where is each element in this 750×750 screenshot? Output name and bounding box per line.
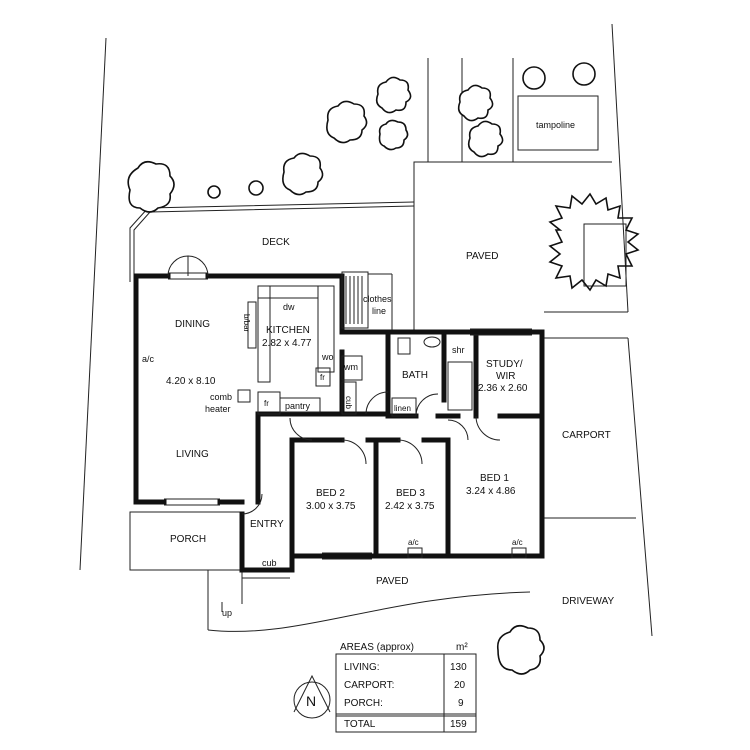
label-fr-living: fr <box>264 399 269 408</box>
tree-icon <box>467 120 504 158</box>
label-bath: BATH <box>402 370 428 381</box>
tree-icon <box>496 624 545 675</box>
label-entry: ENTRY <box>250 519 284 530</box>
label-deck: DECK <box>262 237 290 248</box>
tree-icon <box>248 180 264 196</box>
label-porch: PORCH <box>170 534 206 545</box>
room-labels: DECK PAVED DINING 4.20 x 8.10 a/c b/bar … <box>142 120 615 618</box>
tree-icon <box>282 152 324 196</box>
areas-table: AREAS (approx) m² LIVING: 130 CARPORT: 2… <box>335 642 477 733</box>
label-bed2-size: 3.00 x 3.75 <box>306 501 356 512</box>
tree-icon <box>572 62 596 86</box>
label-bed1-size: 3.24 x 4.86 <box>466 486 516 497</box>
label-study-size: 2.36 x 2.60 <box>478 383 528 394</box>
label-line: line <box>372 306 386 316</box>
label-living: LIVING <box>176 449 209 460</box>
label-clothes: clothes <box>363 294 392 304</box>
label-paved-top: PAVED <box>466 251 498 262</box>
label-bed2: BED 2 <box>316 488 345 499</box>
label-carport: CARPORT <box>562 430 611 441</box>
areas-row-value: 20 <box>454 680 466 691</box>
label-bed3-size: 2.42 x 3.75 <box>385 501 435 512</box>
tree-icon <box>207 185 221 199</box>
label-study-2: WIR <box>496 371 515 382</box>
label-driveway: DRIVEWAY <box>562 596 615 607</box>
label-fr-kitchen: fr <box>320 373 325 382</box>
label-shr: shr <box>452 345 465 355</box>
tree-icon <box>457 84 494 122</box>
label-cub-entry: cub <box>262 558 277 568</box>
areas-row-label: PORCH: <box>344 698 383 709</box>
label-comb: comb <box>210 392 232 402</box>
trees <box>127 62 640 675</box>
label-dining: DINING <box>175 319 210 330</box>
areas-title: AREAS (approx) <box>340 642 414 653</box>
label-study-1: STUDY/ <box>486 359 523 370</box>
north-compass-icon: N <box>293 674 331 719</box>
label-up: up <box>222 608 232 618</box>
label-kitchen-size: 2.82 x 4.77 <box>262 338 312 349</box>
label-pantry: pantry <box>285 401 311 411</box>
label-bed1: BED 1 <box>480 473 509 484</box>
label-linen: linen <box>394 404 411 413</box>
interior-details <box>164 255 532 560</box>
label-wm: wm <box>343 362 358 372</box>
label-kitchen: KITCHEN <box>266 325 310 336</box>
label-cub-laundry: cub <box>344 396 353 409</box>
tree-icon <box>548 192 640 292</box>
label-dining-size: 4.20 x 8.10 <box>166 376 216 387</box>
label-dw: dw <box>283 302 295 312</box>
tree-icon <box>375 76 412 114</box>
areas-row-label: CARPORT: <box>344 680 394 691</box>
tree-icon <box>127 160 175 213</box>
label-wo: wo <box>321 352 334 362</box>
label-bbar: b/bar <box>242 314 251 333</box>
label-ac-bed1: a/c <box>512 538 523 547</box>
tree-icon <box>522 66 546 90</box>
tree-icon <box>326 100 368 144</box>
label-bed3: BED 3 <box>396 488 425 499</box>
tree-icon <box>378 119 409 151</box>
compass-label: N <box>306 693 316 709</box>
areas-row-label: LIVING: <box>344 662 380 673</box>
areas-row-value: 9 <box>458 698 464 709</box>
label-heater: heater <box>205 404 231 414</box>
areas-total-value: 159 <box>450 719 467 730</box>
label-ac-bed3: a/c <box>408 538 419 547</box>
label-paved-bottom: PAVED <box>376 576 408 587</box>
label-trampoline: tampoline <box>536 120 575 130</box>
label-ac-west: a/c <box>142 354 155 364</box>
areas-total-label: TOTAL <box>344 719 376 730</box>
areas-unit: m² <box>456 642 468 653</box>
areas-row-value: 130 <box>450 662 467 673</box>
